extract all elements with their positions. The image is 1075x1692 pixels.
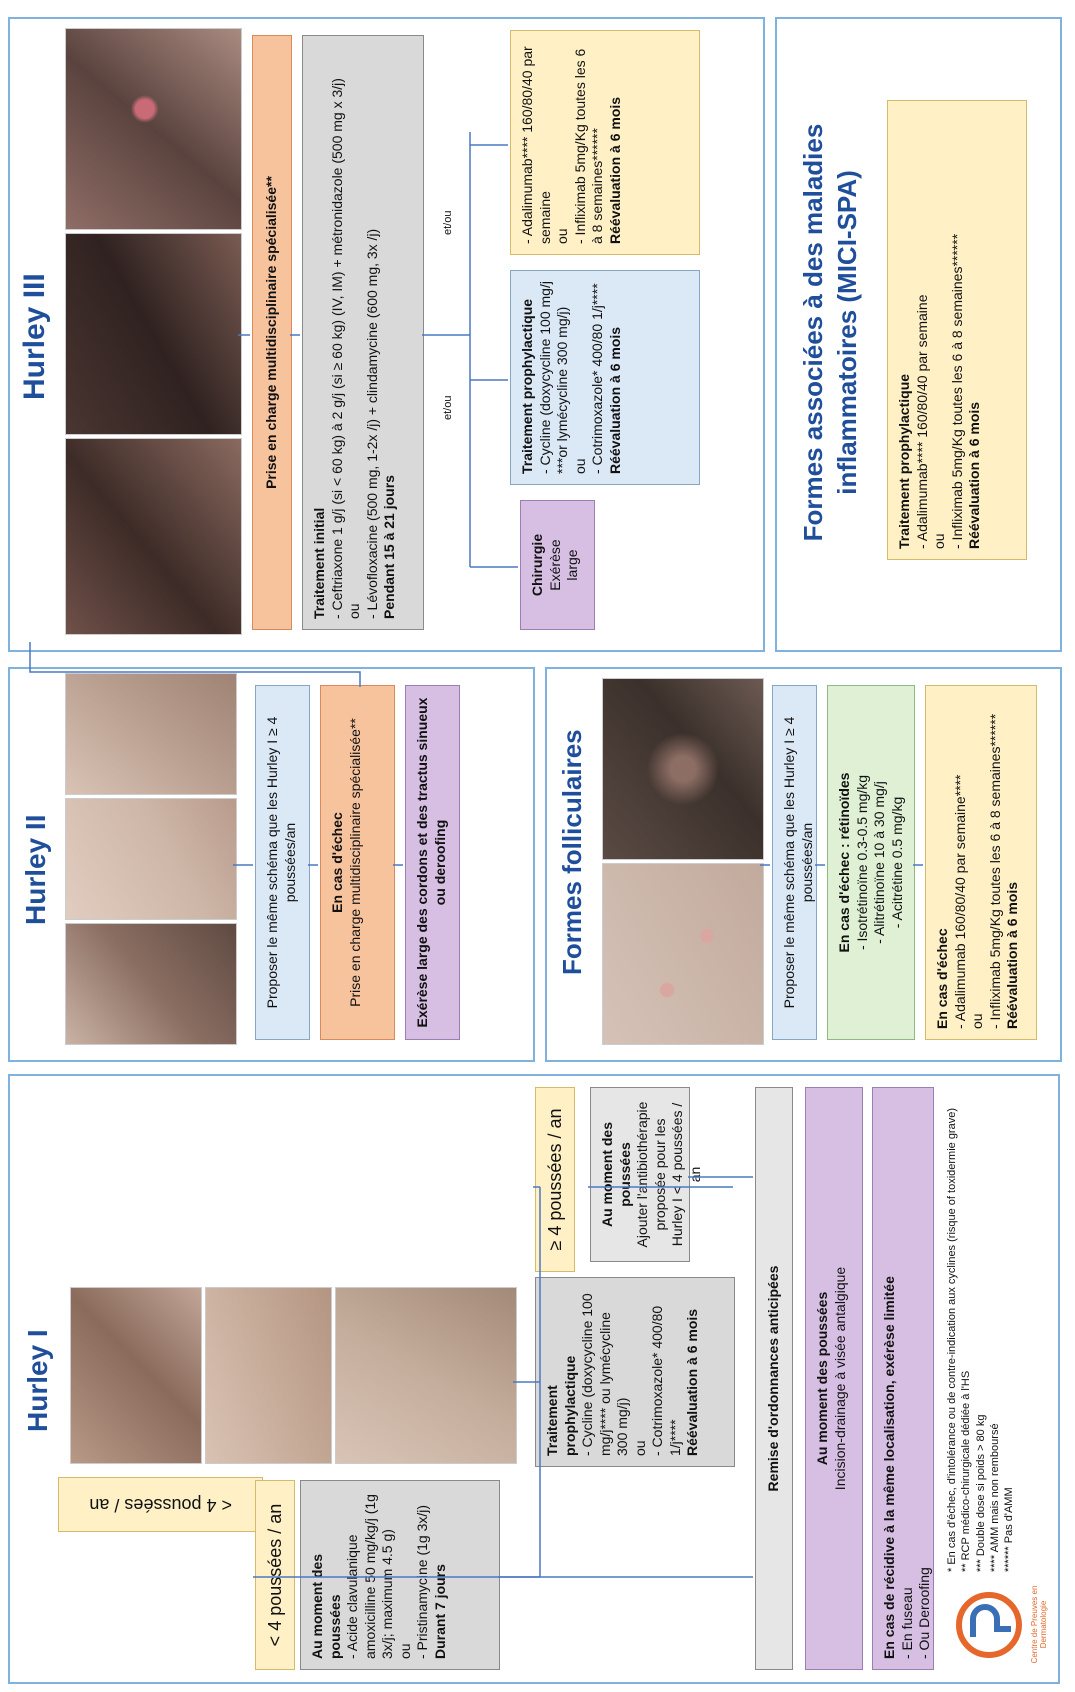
treatment-flowchart: Hurley I < 4 poussées / an ≥ 4 poussées …	[0, 0, 1075, 1692]
connector-lines	[0, 0, 1075, 1692]
